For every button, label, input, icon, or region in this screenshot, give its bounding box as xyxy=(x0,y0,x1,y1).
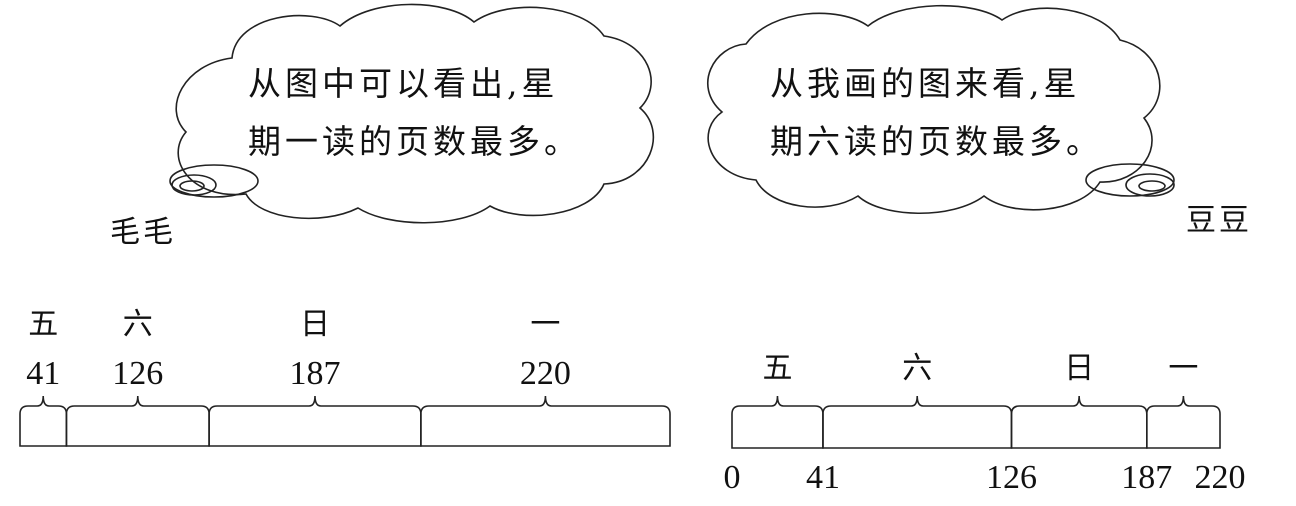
maomao-thought-cloud: 从图中可以看出,星 期一读的页数最多。 xyxy=(169,3,655,224)
left-bubble-line2: 期一读的页数最多。 xyxy=(248,122,581,161)
left-bar-day-label: 六 xyxy=(123,307,153,342)
right-bar-day-label: 日 xyxy=(1064,351,1094,386)
right-bar-day-label: 五 xyxy=(762,351,792,386)
right-bar-brace xyxy=(1146,395,1221,415)
left-cloud-outline xyxy=(175,3,655,224)
left-bar-value-label: 41 xyxy=(26,355,60,392)
left-thought-bubble-large xyxy=(169,164,259,198)
right-bar-tick-label: 41 xyxy=(806,459,840,496)
left-bar-brace xyxy=(65,395,210,415)
right-bar-segment xyxy=(731,414,824,449)
left-thought-bubble-small xyxy=(171,174,217,196)
right-bar-segment xyxy=(1010,414,1148,449)
maomao-segment-bar: 41 五 126 六 187 日 220 一 xyxy=(19,307,671,447)
right-bar-brace xyxy=(1010,395,1148,415)
right-bar-segment xyxy=(1146,414,1221,449)
left-thought-bubble-inner xyxy=(179,180,205,192)
right-bubble-line1: 从我画的图来看,星 xyxy=(770,64,1081,103)
left-bar-brace xyxy=(208,395,422,415)
left-bar-day-label: 一 xyxy=(530,307,560,342)
left-bar-value-label: 220 xyxy=(520,355,571,392)
left-bar-segment xyxy=(65,414,210,447)
left-bar-segment xyxy=(19,414,68,447)
left-bar-day-label: 五 xyxy=(28,307,58,342)
left-bar-value-label: 187 xyxy=(289,355,340,392)
right-bar-day-label: 一 xyxy=(1168,351,1198,386)
doudou-name-label: 豆豆 xyxy=(1186,203,1252,238)
left-bar-day-label: 日 xyxy=(300,307,330,342)
maomao-name-label: 毛毛 xyxy=(110,215,176,250)
right-thought-bubble-large xyxy=(1085,163,1175,197)
left-bar-value-label: 126 xyxy=(112,355,163,392)
right-bar-segment xyxy=(822,414,1013,449)
right-thought-bubble-inner xyxy=(1138,180,1166,192)
left-bar-brace xyxy=(19,395,68,415)
left-bar-segment xyxy=(208,414,422,447)
right-bar-tick-label: 0 xyxy=(724,459,741,496)
left-bar-segment xyxy=(420,414,671,447)
right-bar-tick-label: 187 xyxy=(1121,459,1172,496)
right-bar-tick-label: 126 xyxy=(986,459,1037,496)
right-bar-day-label: 六 xyxy=(902,351,932,386)
right-cloud-outline xyxy=(707,4,1161,215)
right-bar-brace xyxy=(822,395,1013,415)
left-bubble-line1: 从图中可以看出,星 xyxy=(248,64,559,103)
doudou-number-line-bar: 五 六 日 一 0 41 126 187 220 xyxy=(724,351,1246,496)
right-bubble-line2: 期六读的页数最多。 xyxy=(770,122,1103,161)
right-bar-brace xyxy=(731,395,824,415)
right-bar-tick-label: 220 xyxy=(1195,459,1246,496)
left-bar-brace xyxy=(420,395,671,415)
right-thought-bubble-small xyxy=(1125,173,1175,197)
doudou-thought-cloud: 从我画的图来看,星 期六读的页数最多。 xyxy=(707,4,1175,215)
